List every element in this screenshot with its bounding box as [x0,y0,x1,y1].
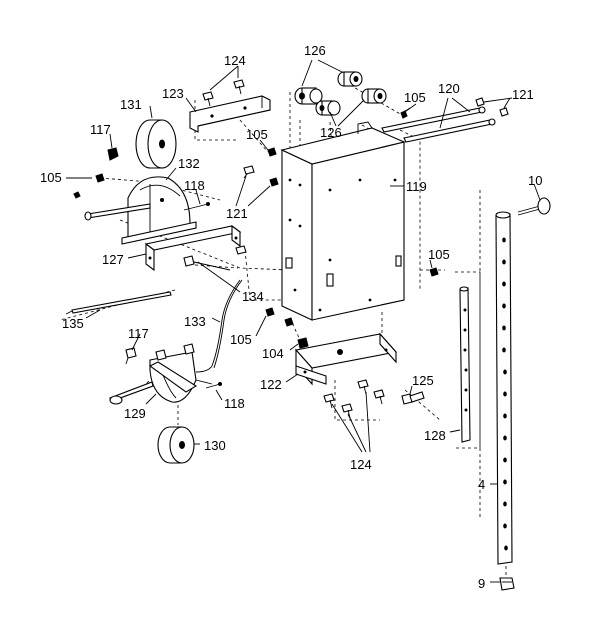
part-10-pin [517,197,551,216]
label-127: 127 [102,252,124,267]
part-122-lower-bracket [294,332,398,386]
part-128-bar [459,286,471,443]
part-133-cable [195,279,243,373]
part-124-screws-bottom [323,379,385,419]
label-134: 134 [242,289,264,304]
label-105-lower: 105 [230,332,252,347]
part-129-lower-housing [109,343,213,405]
part-9-cap [499,577,515,591]
part-4-tube [495,211,513,565]
part-105-nuts [73,147,439,327]
label-122: 122 [260,377,282,392]
label-124-top: 124 [224,53,246,68]
part-134-bolt [183,245,247,271]
label-121-top: 121 [512,87,534,102]
part-119-main-plate [280,121,406,321]
label-126-bottom: 126 [320,125,342,140]
label-128: 128 [424,428,446,443]
part-131-pulley [135,119,177,169]
label-117-top: 117 [90,122,111,137]
label-126-top: 126 [304,43,326,58]
label-133: 133 [184,314,206,329]
part-127-bracket [144,224,242,272]
label-104: 104 [262,346,284,361]
label-105-left: 105 [40,170,62,185]
part-117-clip-top [107,147,119,161]
part-104-nut [297,337,309,349]
leader-lines [66,59,541,583]
label-105-right: 105 [428,247,450,262]
label-129: 129 [124,406,146,421]
label-118-top: 118 [184,178,205,193]
part-117-clip-lower [125,347,137,365]
part-124-screws-top [202,79,245,107]
label-124-bottom: 124 [350,457,372,472]
label-120: 120 [438,81,460,96]
label-132: 132 [178,156,200,171]
part-125-bolt [401,391,425,405]
label-119: 119 [406,179,427,194]
label-125: 125 [412,373,434,388]
part-120-rods [381,106,496,143]
label-117-lower: 117 [128,326,149,341]
label-123: 123 [162,86,184,101]
part-126-rollers [294,71,387,116]
label-135: 135 [62,316,84,331]
part-130-pulley [157,426,195,464]
part-121-nuts-top [400,97,509,119]
part-132-pulley-housing [84,176,197,245]
label-130: 130 [204,438,226,453]
label-105-top: 105 [404,90,426,105]
label-4: 4 [478,477,485,492]
label-118-lower: 118 [224,396,245,411]
label-9: 9 [478,576,485,591]
part-123-bracket [189,95,271,133]
part-135-rod [65,291,172,315]
part-labels: 124 126 123 131 105 120 121 117 126 105 … [40,43,542,591]
label-131: 131 [120,97,142,112]
label-121-mid: 121 [226,206,248,221]
label-105-mid: 105 [246,127,268,142]
part-118-pin-lower [205,382,222,389]
part-118-pin-top [183,202,210,211]
part-121-bolt-mid [243,165,255,179]
label-10: 10 [528,173,542,188]
